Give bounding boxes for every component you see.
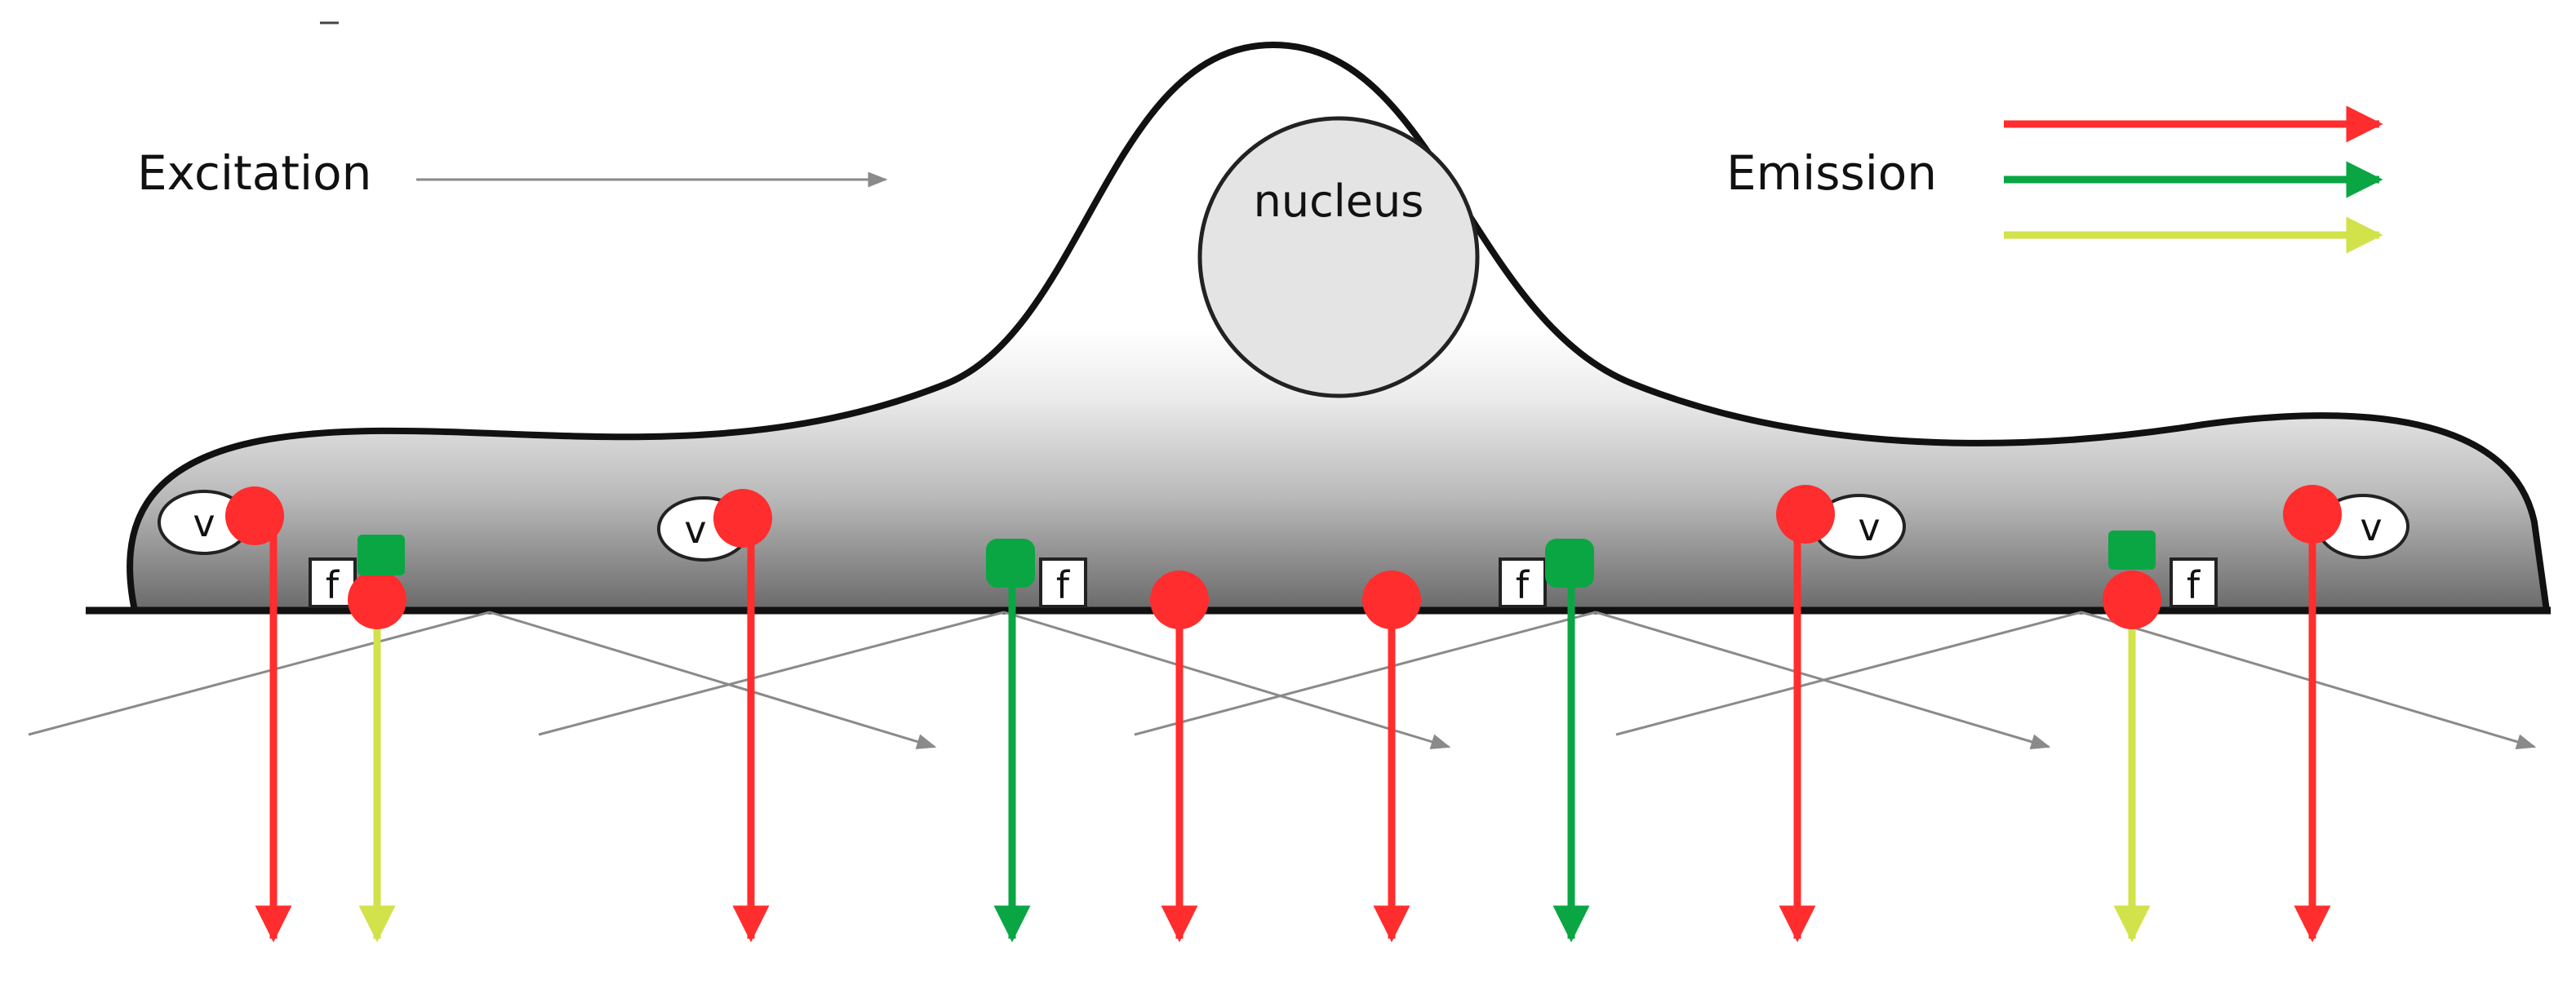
nucleus-label: nucleus — [1254, 175, 1424, 227]
focal-box-4: f — [2170, 557, 2218, 608]
nucleus: nucleus — [1197, 116, 1480, 398]
vesicle-label: v — [684, 508, 706, 552]
excitation-label: Excitation — [137, 145, 371, 201]
vesicle-label: v — [2360, 505, 2382, 549]
red-fluorophore — [1150, 571, 1209, 629]
excitation-beams — [28, 611, 2537, 750]
emission-arrows — [255, 514, 2331, 943]
focal-label: f — [2187, 563, 2201, 607]
green-fluorophore — [986, 539, 1035, 588]
green-fluorophore — [1545, 539, 1594, 588]
green-fluorophore — [2108, 531, 2156, 570]
emission-label: Emission — [1726, 145, 1937, 201]
excitation-beam-3 — [1134, 611, 1597, 736]
focal-label: f — [1056, 563, 1071, 607]
red-fluorophore — [2103, 571, 2161, 629]
focal-box-3: f — [1499, 557, 1547, 608]
vesicle-label: v — [193, 501, 215, 545]
red-fluorophore — [348, 571, 406, 629]
vesicle-label: v — [1858, 505, 1880, 549]
red-fluorophore — [713, 489, 772, 548]
red-fluorophore — [1776, 485, 1835, 544]
green-fluorophore — [358, 535, 405, 575]
excitation-beam-2-out — [1003, 611, 1451, 749]
emission-legend-arrows — [2004, 105, 2383, 254]
focal-label: f — [326, 563, 340, 607]
excitation-beam-1-out — [489, 611, 937, 749]
fluorophores-red — [225, 485, 2342, 629]
red-fluorophore — [1362, 571, 1421, 629]
excitation-beam-4 — [1615, 611, 2082, 736]
excitation-beam-4-out — [2081, 611, 2537, 750]
focal-label: f — [1516, 563, 1530, 607]
red-fluorophore — [2283, 485, 2342, 544]
red-fluorophore — [225, 486, 284, 545]
fluorophores-green — [358, 531, 2156, 588]
focal-box-2: f — [1039, 557, 1087, 608]
excitation-beam-1 — [28, 611, 491, 736]
excitation-beam-2 — [538, 611, 1005, 736]
